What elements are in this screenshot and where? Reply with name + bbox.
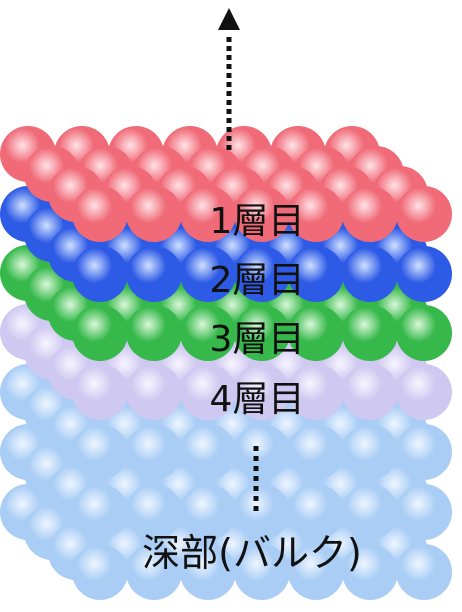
atom-sphere bbox=[288, 484, 344, 540]
atom-sphere bbox=[342, 364, 398, 420]
atom-sphere bbox=[126, 364, 182, 420]
atom-sphere bbox=[180, 305, 236, 361]
atom-sphere bbox=[72, 424, 128, 480]
atom-sphere bbox=[234, 186, 290, 242]
atom-sphere bbox=[342, 186, 398, 242]
atom-sphere bbox=[342, 246, 398, 302]
atom-sphere bbox=[396, 364, 452, 420]
atom-sphere bbox=[234, 305, 290, 361]
atom-sphere bbox=[180, 544, 236, 600]
atom-sphere bbox=[234, 544, 290, 600]
atom-sphere bbox=[234, 484, 290, 540]
atom-sphere bbox=[288, 305, 344, 361]
atom-sphere bbox=[126, 424, 182, 480]
atom-sphere bbox=[342, 484, 398, 540]
atom-sphere bbox=[72, 186, 128, 242]
atom-sphere bbox=[288, 364, 344, 420]
atom-sphere bbox=[126, 305, 182, 361]
atom-sphere bbox=[234, 246, 290, 302]
atom-sphere bbox=[180, 246, 236, 302]
sphere-stack bbox=[0, 126, 452, 600]
atom-sphere bbox=[234, 364, 290, 420]
atom-sphere bbox=[72, 484, 128, 540]
atom-sphere bbox=[288, 544, 344, 600]
atom-sphere bbox=[234, 424, 290, 480]
bulk-label: 深部(バルク) bbox=[142, 531, 362, 575]
atom-sphere bbox=[396, 544, 452, 600]
arrow-up-icon bbox=[218, 8, 240, 150]
atom-sphere bbox=[126, 246, 182, 302]
atom-sphere bbox=[180, 484, 236, 540]
atom-sphere bbox=[342, 544, 398, 600]
atom-sphere bbox=[72, 305, 128, 361]
atom-sphere bbox=[72, 246, 128, 302]
atom-sphere bbox=[396, 484, 452, 540]
atom-sphere bbox=[126, 544, 182, 600]
atom-sphere bbox=[72, 544, 128, 600]
atom-sphere bbox=[396, 424, 452, 480]
atom-sphere bbox=[126, 484, 182, 540]
atom-sphere bbox=[180, 364, 236, 420]
atom-sphere bbox=[126, 186, 182, 242]
atom-sphere bbox=[72, 364, 128, 420]
atom-sphere bbox=[396, 186, 452, 242]
atom-sphere bbox=[396, 305, 452, 361]
atom-sphere bbox=[180, 424, 236, 480]
layer-label-4: 4層目 bbox=[210, 379, 305, 420]
atom-sphere bbox=[342, 305, 398, 361]
layer-label-3: 3層目 bbox=[210, 319, 305, 360]
atom-sphere bbox=[288, 246, 344, 302]
layer-label-1: 1層目 bbox=[210, 201, 305, 242]
layer-label-2: 2層目 bbox=[210, 260, 305, 301]
atom-sphere bbox=[288, 186, 344, 242]
atom-sphere bbox=[288, 424, 344, 480]
atom-sphere bbox=[342, 424, 398, 480]
atom-sphere bbox=[396, 246, 452, 302]
atom-sphere bbox=[180, 186, 236, 242]
